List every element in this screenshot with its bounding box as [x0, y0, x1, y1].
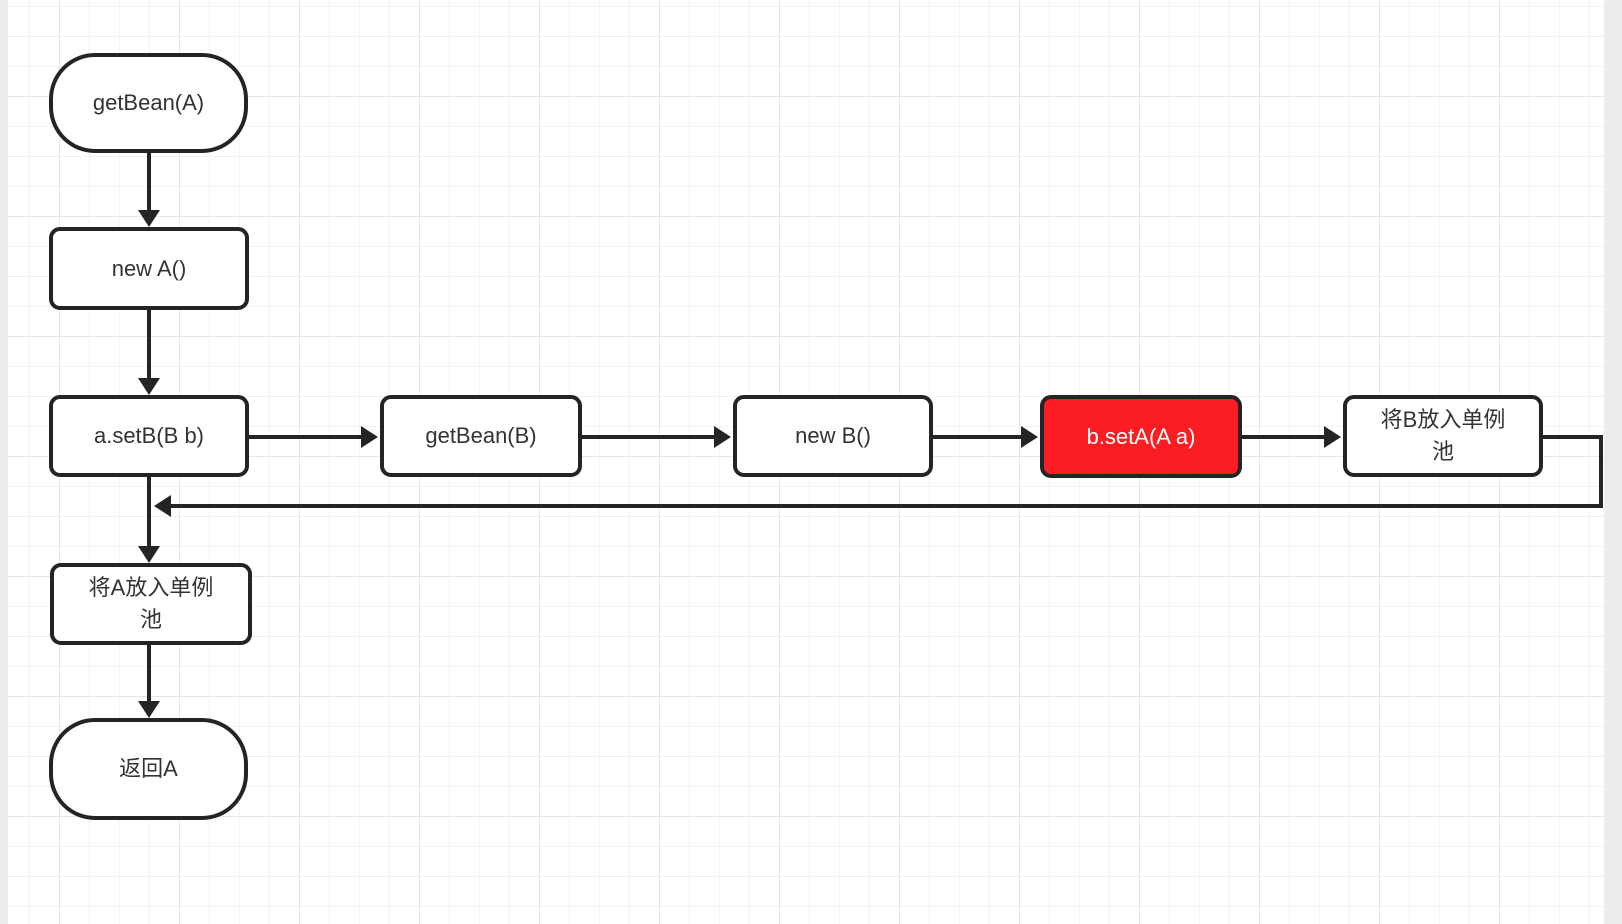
edge-bseta-putb-line[interactable]	[1242, 435, 1328, 439]
node-return-a-label: 返回A	[119, 756, 178, 781]
arrowhead-down	[138, 378, 160, 395]
arrowhead-right	[714, 426, 731, 448]
node-return-a[interactable]: 返回A	[49, 718, 248, 820]
node-getbean-a[interactable]: getBean(A)	[49, 53, 248, 153]
node-getbean-b[interactable]: getBean(B)	[380, 395, 582, 477]
node-b-seta[interactable]: b.setA(A a)	[1040, 395, 1242, 478]
node-a-setb-label: a.setB(B b)	[93, 423, 205, 448]
arrowhead-right	[361, 426, 378, 448]
node-getbean-b-label: getBean(B)	[425, 423, 537, 448]
edge-newa-asetb-line[interactable]	[147, 310, 151, 380]
node-put-b-label: 将B放入单例 池	[1380, 407, 1506, 464]
canvas-left-edge	[0, 0, 8, 924]
edge-putb-wrap-segment-down[interactable]	[1599, 435, 1603, 508]
edge-newb-bseta-line[interactable]	[933, 435, 1023, 439]
node-getbean-a-label: getBean(A)	[92, 90, 205, 115]
arrowhead-left	[154, 495, 171, 517]
edge-asetb-puta-line[interactable]	[147, 477, 151, 548]
node-new-a[interactable]: new A()	[49, 227, 249, 310]
node-new-a-label: new A()	[111, 255, 187, 281]
arrowhead-right	[1021, 426, 1038, 448]
arrowhead-down	[138, 546, 160, 563]
node-new-b[interactable]: new B()	[733, 395, 933, 477]
edge-putb-wrap-segment-back[interactable]	[171, 504, 1603, 508]
edge-puta-returna-line[interactable]	[147, 645, 151, 703]
node-b-seta-label: b.setA(A a)	[1086, 423, 1196, 449]
node-new-b-label: new B()	[795, 423, 871, 448]
node-put-b-in-singleton-pool[interactable]: 将B放入单例 池	[1343, 395, 1543, 477]
node-a-setb[interactable]: a.setB(B b)	[49, 395, 249, 477]
edge-getbeanb-newb-line[interactable]	[582, 435, 716, 439]
edge-asetb-getbeanb-line[interactable]	[248, 435, 363, 439]
canvas-right-edge	[1604, 0, 1622, 924]
arrowhead-right	[1324, 426, 1341, 448]
arrowhead-down	[138, 701, 160, 718]
edge-putb-wrap-segment-out[interactable]	[1543, 435, 1603, 439]
edge-getbeana-newa-line[interactable]	[147, 153, 151, 212]
node-put-a-in-singleton-pool[interactable]: 将A放入单例 池	[50, 563, 252, 645]
node-put-a-label: 将A放入单例 池	[88, 575, 214, 632]
arrowhead-down	[138, 210, 160, 227]
